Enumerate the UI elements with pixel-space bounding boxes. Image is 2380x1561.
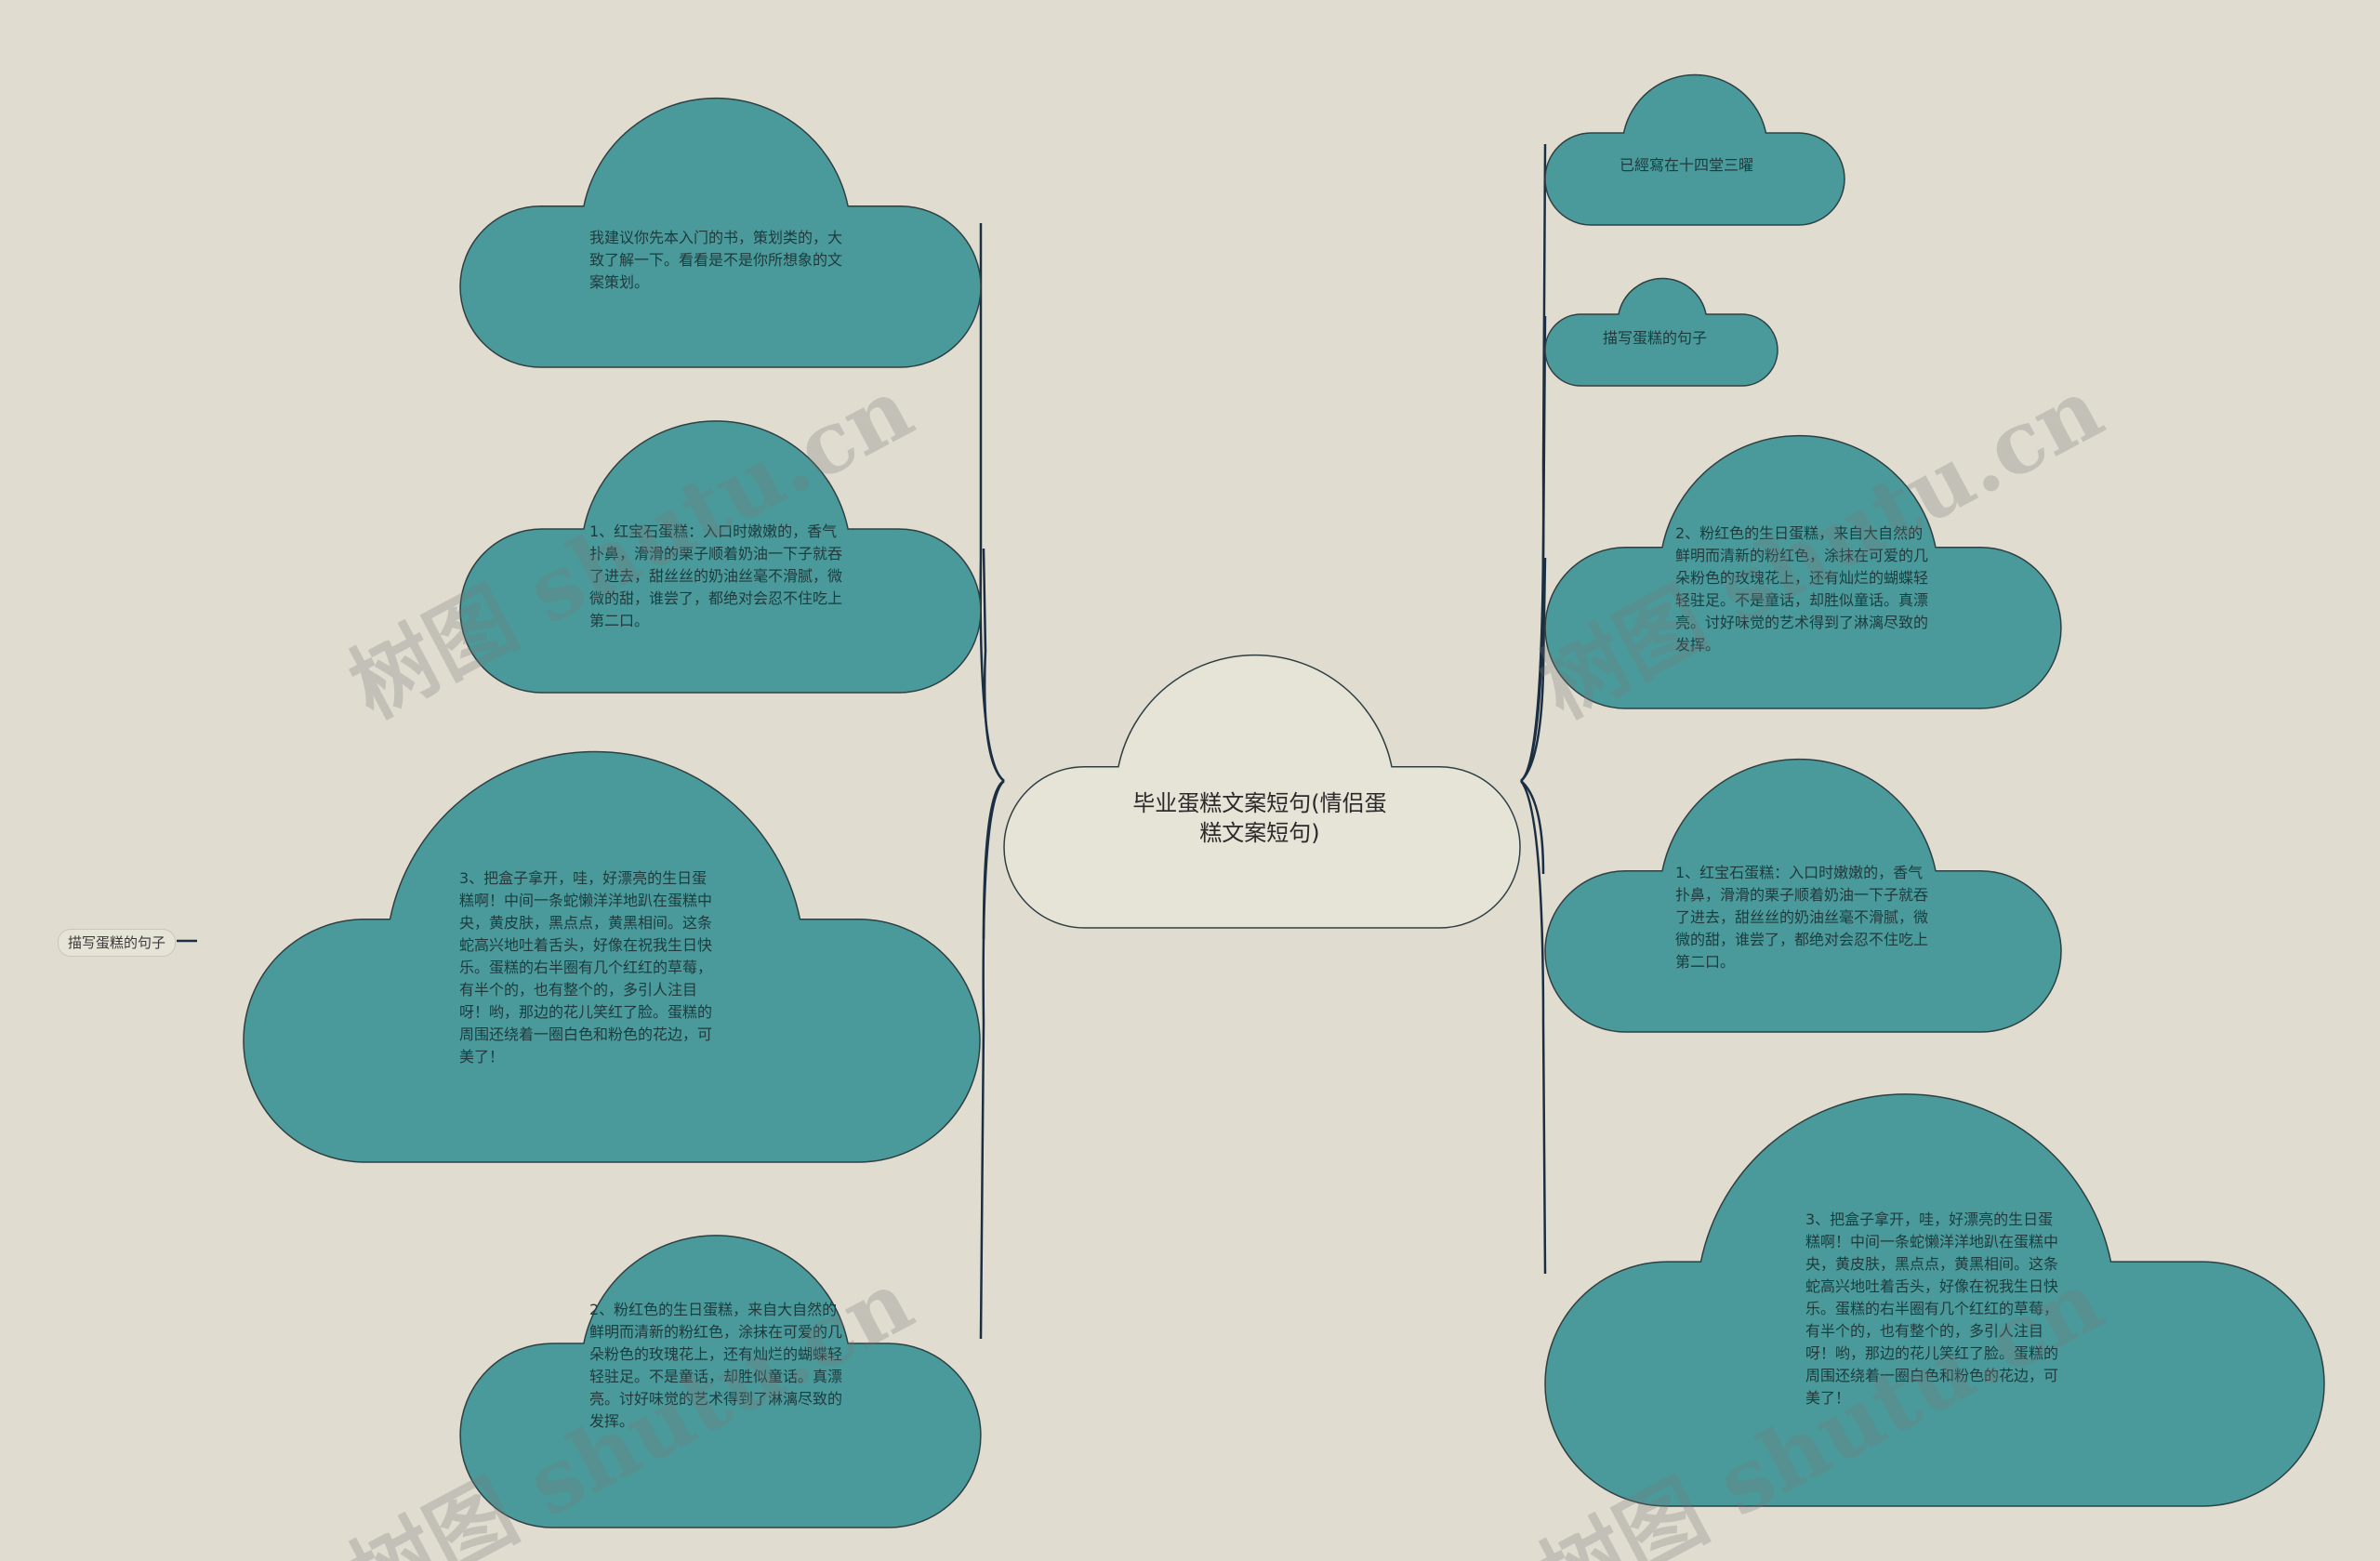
right-node-3[interactable]: 2、粉红色的生日蛋糕，来自大自然的鲜明而清新的粉红色，涂抹在可爱的几朵粉色的玫瑰… [1675, 524, 1929, 654]
left-cloud-4 [459, 1235, 982, 1528]
cloud-shapes [243, 73, 2325, 1528]
left-node-4[interactable]: 2、粉红色的生日蛋糕，来自大自然的鲜明而清新的粉红色，涂抹在可爱的几朵粉色的玫瑰… [589, 1301, 843, 1430]
right-cloud-2 [1544, 277, 1778, 387]
left-node-3[interactable]: 3、把盒子拿开，哇，好漂亮的生日蛋糕啊！中间一条蛇懒洋洋地趴在蛋糕中央，黄皮肤，… [459, 869, 713, 1065]
right-node-5[interactable]: 3、把盒子拿开，哇，好漂亮的生日蛋糕啊！中间一条蛇懒洋洋地趴在蛋糕中央，黄皮肤，… [1805, 1210, 2059, 1407]
right-node-4[interactable]: 1、红宝石蛋糕：入口时嫩嫩的，香气扑鼻，滑滑的栗子顺着奶油一下子就吞了进去，甜丝… [1675, 864, 1929, 971]
right-cloud-5 [1544, 1093, 2325, 1507]
left-node-2[interactable]: 1、红宝石蛋糕：入口时嫩嫩的，香气扑鼻，滑滑的栗子顺着奶油一下子就吞了进去，甜丝… [589, 523, 843, 629]
left-tag-describe-cake[interactable]: 描写蛋糕的句子 [58, 929, 177, 957]
connector-right-3 [1520, 557, 1547, 782]
connector-right-1 [1520, 143, 1547, 782]
left-cloud-3 [243, 750, 981, 1163]
right-cloud-4 [1544, 758, 2062, 1033]
left-cloud-1 [459, 97, 982, 368]
right-node-1[interactable]: 已經寫在十四堂三曜 [1620, 156, 1754, 174]
right-cloud-3 [1544, 434, 2062, 709]
center-cloud [1003, 654, 1521, 929]
right-node-2[interactable]: 描写蛋糕的句子 [1603, 329, 1708, 347]
connector-right-5 [1519, 780, 1547, 1275]
central-topic[interactable]: 毕业蛋糕文案短句(情侣蛋糕文案短句) [1132, 790, 1387, 846]
connector-left-2 [982, 548, 1005, 782]
connector-right-4 [1520, 780, 1545, 875]
right-cloud-1 [1544, 73, 1845, 226]
connector-left-4 [979, 780, 1005, 1340]
left-cloud-2 [459, 420, 982, 694]
connector-lines [177, 143, 1547, 1340]
left-node-1[interactable]: 我建议你先本入门的书，策划类的，大致了解一下。看看是不是你所想象的文案策划。 [589, 229, 843, 291]
